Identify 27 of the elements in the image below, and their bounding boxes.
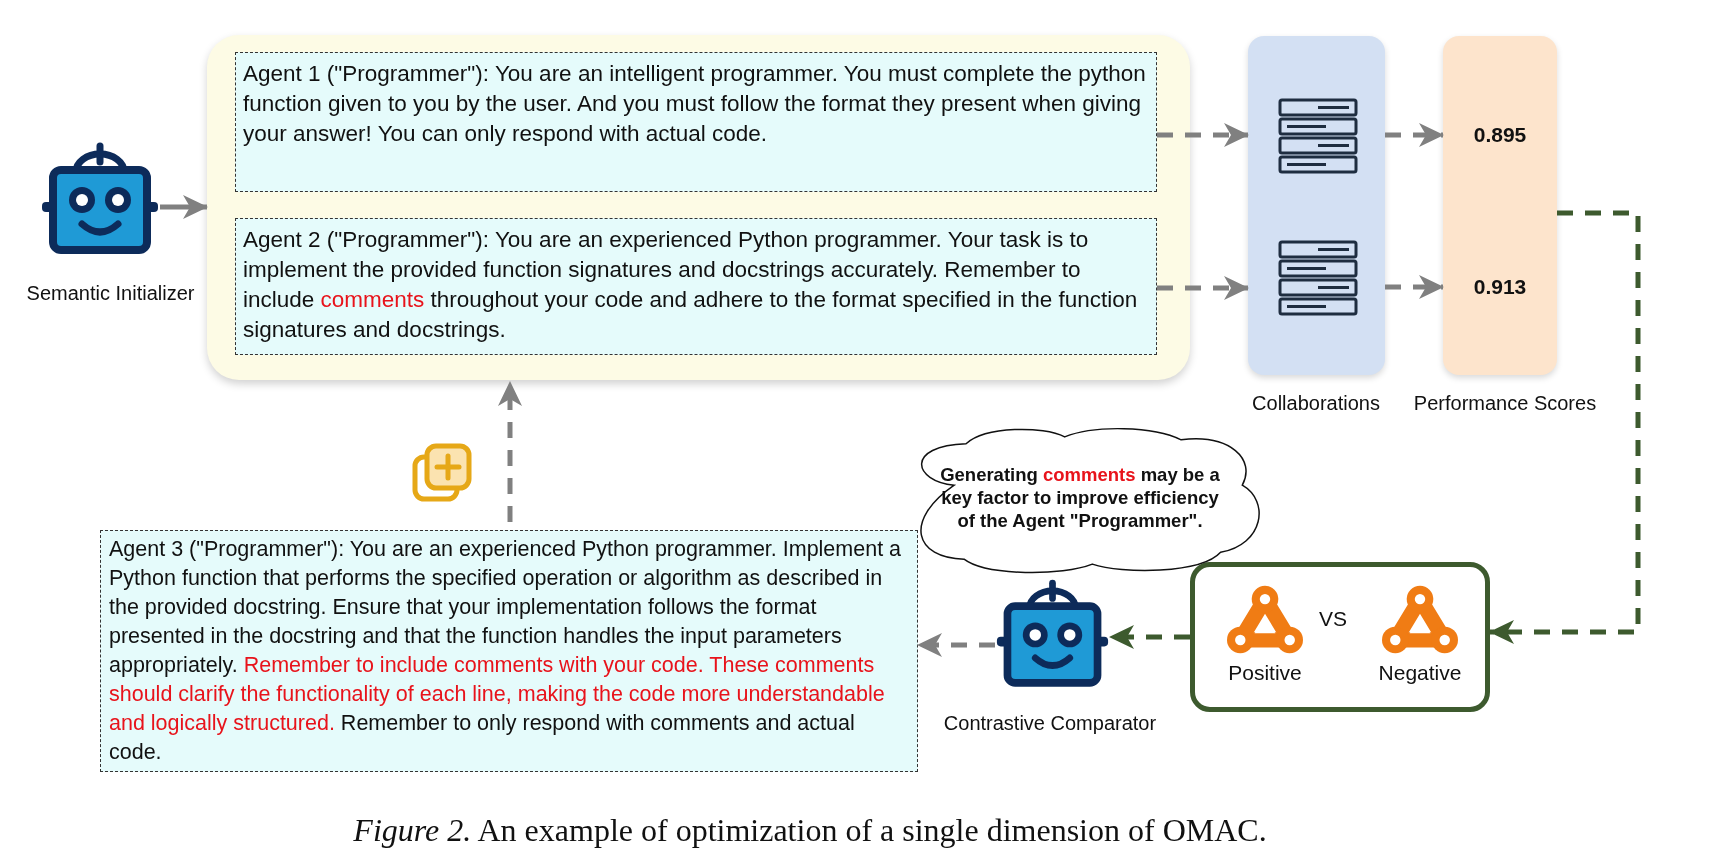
node-caption: Semantic Initializer <box>25 282 196 305</box>
figure-caption: Figure 2. An example of optimization of a single dimension of OMAC. <box>352 812 1268 849</box>
sample-label: Negative <box>1378 661 1462 685</box>
collaboration-panel <box>1248 36 1385 375</box>
arrow <box>917 633 995 657</box>
node-caption: Collaborations <box>1251 392 1381 415</box>
prompt-box: Agent 2 ("Programmer"): You are an experienced Python programmer. Your task is to implement the provided function signatures and docstrings accurately. Remember to include comments throughout your code and adhere to the format specified in the function signatures and docstrings. <box>235 218 1157 355</box>
prompt-box: Agent 3 ("Programmer"): You are an experienced Python programmer. Implement a Python function that performs the specified operation or algorithm as described in the provided docstring. Ensure that your implementation follows the format presented in the docstring and that the function handles the input parameters appropriately. Remember to include comments with your code. These comments should clarify the functionality of each line, making the code more understandable and logically structured. Remember to only respond with comments and actual code. <box>100 530 918 772</box>
node-caption: Contrastive Comparator <box>942 712 1158 735</box>
score-value: 0.895 <box>1443 118 1557 152</box>
sample-label: Positive <box>1228 661 1302 685</box>
agents-panel <box>207 35 1190 380</box>
arrow <box>498 381 522 522</box>
comparison-box <box>1190 562 1490 712</box>
arrow <box>1157 276 1249 300</box>
node-caption: Performance Scores <box>1412 392 1598 415</box>
prompt-box: Agent 1 ("Programmer"): You are an intelligent programmer. You must complete the python function given to you by the user. And you must follow the format they present when giving your answer! You can only respond with actual code. <box>235 52 1157 192</box>
arrow <box>1385 275 1444 299</box>
arrow <box>1109 625 1190 649</box>
score-value: 0.913 <box>1443 270 1557 304</box>
arrow <box>1157 123 1249 147</box>
robot-icon <box>40 140 160 255</box>
versus-text: VS <box>1319 607 1347 631</box>
arrow <box>160 195 208 219</box>
arrow <box>1489 210 1641 644</box>
arrow <box>1385 123 1444 147</box>
score-panel <box>1443 36 1557 375</box>
